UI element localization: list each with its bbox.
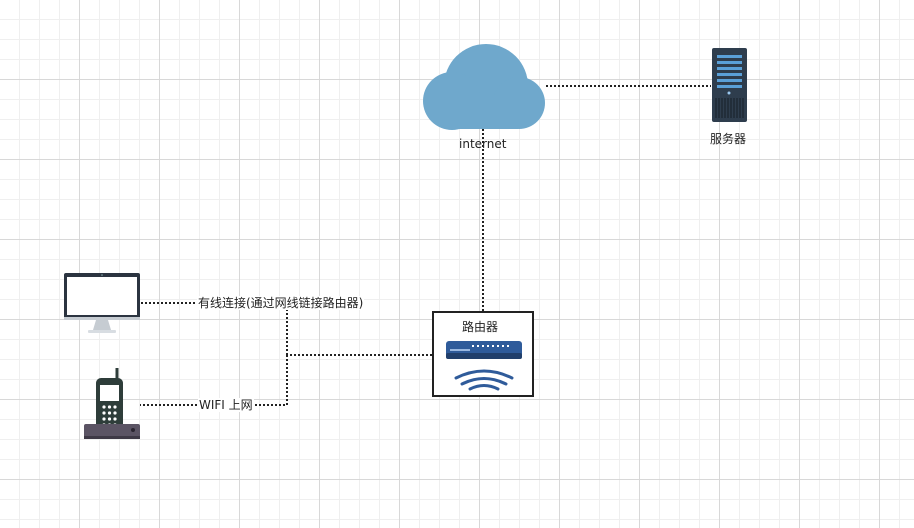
wifi-connection-label: WIFI 上网 <box>198 398 254 412</box>
wired-connection-label: 有线连接(通过网线链接路由器) <box>197 296 365 310</box>
cloud-label: internet <box>459 137 507 151</box>
connector-wifi <box>140 355 288 406</box>
connector-wired <box>140 302 288 355</box>
server-label: 服务器 <box>710 132 747 146</box>
router-label: 路由器 <box>462 320 499 334</box>
